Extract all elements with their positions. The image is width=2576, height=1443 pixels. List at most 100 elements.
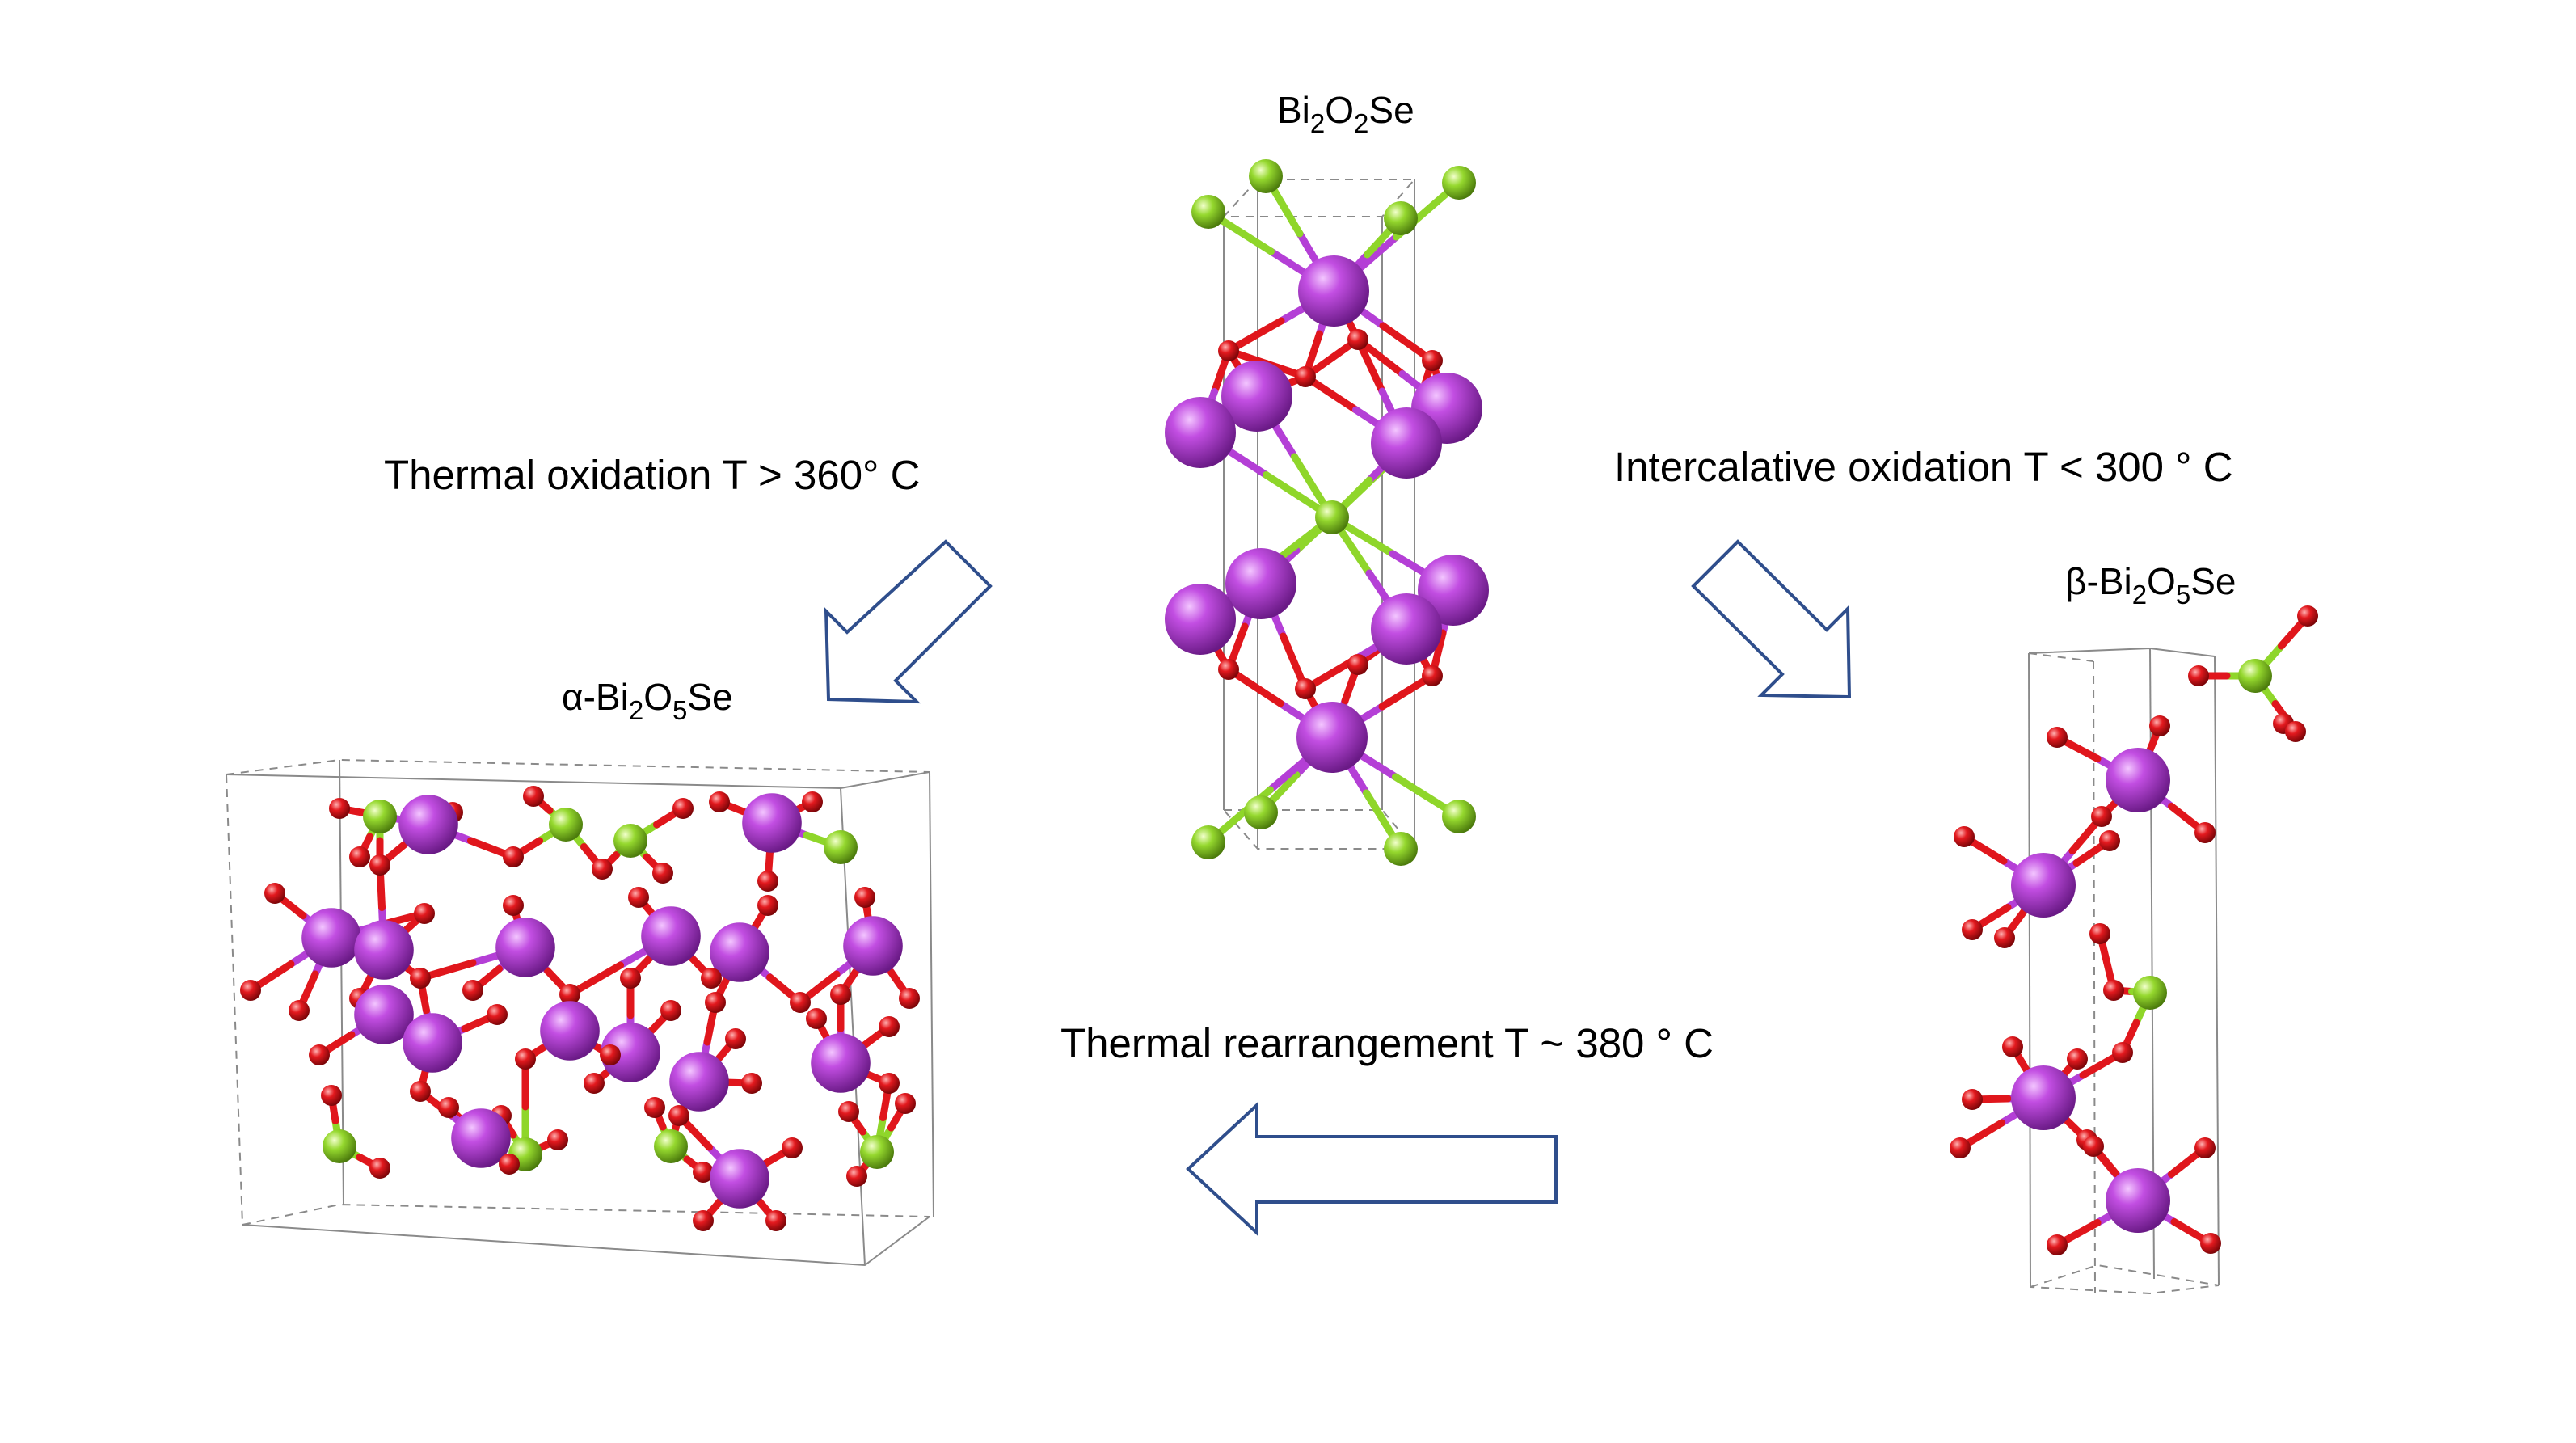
selenium-atom (1315, 500, 1349, 534)
oxygen-atom (1994, 927, 2015, 948)
oxygen-atom (349, 846, 370, 867)
oxygen-atom (802, 791, 823, 812)
oxygen-atom (765, 1210, 786, 1231)
bismuth-atom (1371, 593, 1442, 665)
oxygen-atom (879, 1016, 900, 1037)
alpha-unit-cell (226, 758, 934, 1267)
oxygen-atom (1950, 1137, 1971, 1158)
beta-bonds (1956, 612, 2312, 1249)
oxygen-atom (644, 1097, 665, 1118)
oxygen-atom (240, 980, 261, 1001)
bismuth-atom (1418, 555, 1489, 626)
oxygen-atom (289, 1000, 310, 1021)
oxygen-atom (838, 1101, 859, 1122)
oxygen-atom (757, 871, 778, 892)
bismuth-atom (710, 922, 769, 982)
bi2o2se-atoms (1165, 159, 1489, 866)
bismuth-atom (354, 920, 414, 980)
oxygen-atom (1218, 340, 1239, 361)
oxygen-atom (668, 1105, 689, 1126)
oxygen-atom (438, 1097, 459, 1118)
oxygen-atom (410, 1081, 431, 1102)
bi2o2se-unit-cell (1221, 179, 1417, 850)
bismuth-atom (811, 1033, 871, 1093)
bi2o2se-label: Bi2O2Se (1277, 89, 1414, 138)
oxygen-atom (806, 1008, 827, 1029)
oxygen-atom (410, 968, 431, 989)
bismuth-atom (1221, 361, 1292, 432)
selenium-atom (654, 1129, 688, 1163)
thermal-rearrangement-arrow (1186, 1101, 1558, 1237)
oxygen-atom (487, 1004, 508, 1025)
selenium-atom (1442, 166, 1476, 200)
oxygen-atom (523, 786, 544, 807)
oxygen-atom (830, 984, 851, 1005)
bismuth-atom (2106, 1168, 2170, 1233)
oxygen-atom (515, 1048, 536, 1070)
selenium-atom (1442, 800, 1476, 833)
bismuth-atom (1296, 702, 1368, 773)
oxygen-atom (2103, 980, 2124, 1001)
oxygen-atom (329, 798, 350, 819)
oxygen-atom (2047, 1234, 2068, 1255)
selenium-atom (1384, 832, 1418, 866)
oxygen-atom (2089, 923, 2110, 944)
oxygen-atom (899, 988, 920, 1009)
thermal-rearrangement-label: Thermal rearrangement T ~ 380 ° C (1060, 1020, 1714, 1066)
oxygen-atom (2194, 822, 2216, 843)
oxygen-atom (620, 968, 641, 989)
selenium-atom (1249, 159, 1283, 193)
oxygen-atom (705, 992, 726, 1013)
oxygen-atom (1962, 919, 1983, 940)
bismuth-atom (403, 1013, 462, 1073)
oxygen-atom (2047, 727, 2068, 748)
bismuth-atom (495, 918, 555, 977)
oxygen-atom (725, 1028, 746, 1049)
bismuth-atom (1225, 548, 1296, 619)
oxygen-atom (1422, 665, 1443, 686)
oxygen-atom (264, 883, 285, 904)
oxygen-atom (503, 895, 524, 916)
oxygen-atom (559, 984, 580, 1005)
oxygen-atom (1218, 659, 1239, 680)
oxygen-atom (693, 1162, 714, 1183)
selenium-atom (1244, 795, 1278, 829)
selenium-atom (1384, 201, 1418, 235)
oxygen-atom (369, 854, 390, 876)
oxygen-atom (2112, 1042, 2133, 1063)
thermal-oxidation-label: Thermal oxidation T > 360° C (384, 452, 920, 498)
oxygen-atom (672, 798, 694, 819)
bismuth-atom (2011, 1065, 2076, 1130)
bismuth-atom (1165, 584, 1236, 655)
intercalative-oxidation-arrow (1691, 539, 1852, 699)
bismuth-atom (601, 1023, 660, 1082)
bismuth-atom (843, 916, 903, 976)
oxygen-atom (584, 1073, 605, 1094)
oxygen-atom (652, 863, 673, 884)
oxygen-atom (2194, 1137, 2216, 1158)
oxygen-atom (693, 1210, 714, 1231)
oxygen-atom (660, 1000, 681, 1021)
oxygen-atom (2200, 1233, 2221, 1254)
bismuth-atom (354, 985, 414, 1044)
oxygen-atom (369, 1158, 390, 1179)
oxygen-atom (503, 846, 524, 867)
oxygen-atom (2083, 1136, 2104, 1157)
oxygen-atom (854, 887, 875, 908)
oxygen-atom (1954, 826, 1975, 847)
bismuth-atom (398, 795, 458, 854)
oxygen-atom (309, 1044, 330, 1065)
oxygen-atom (741, 1073, 762, 1094)
bismuth-atom (2011, 853, 2076, 918)
bismuth-atom (742, 793, 802, 853)
alpha-bi2o5se-label: α-Bi2O5Se (562, 676, 733, 725)
oxygen-atom (701, 968, 722, 989)
alpha-atoms (240, 786, 920, 1231)
bismuth-atom (1371, 407, 1442, 479)
beta-atoms (1950, 605, 2318, 1255)
selenium-atom (613, 824, 647, 858)
bismuth-atom (1298, 255, 1369, 327)
bismuth-atom (2106, 748, 2170, 812)
beta-bi2o5se-label: β-Bi2O5Se (2065, 560, 2236, 610)
oxygen-atom (790, 992, 811, 1013)
